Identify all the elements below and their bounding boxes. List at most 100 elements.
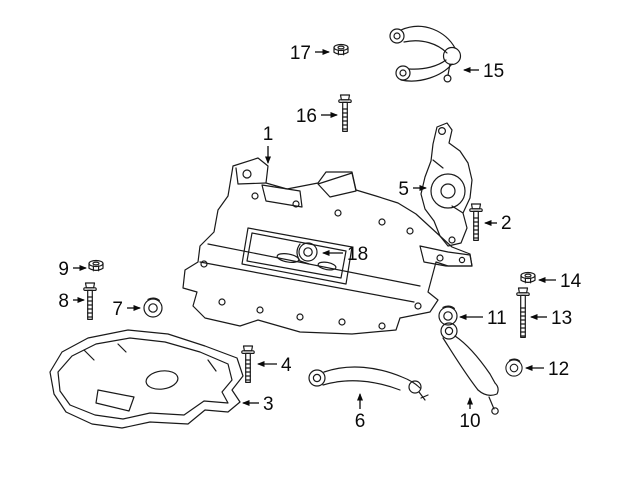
callout-2: 2	[484, 213, 512, 234]
upper-control-arm-drawing	[389, 25, 462, 83]
callout-8-label: 8	[58, 291, 69, 312]
knuckle-top-eye	[438, 126, 447, 135]
bolt-hole	[406, 227, 414, 235]
bolt-hole	[242, 169, 252, 179]
hub-bore-inner	[440, 183, 456, 199]
callout-13: 13	[530, 308, 572, 329]
bolt-13-drawing	[516, 287, 530, 338]
arm-bushing-eye-inner	[312, 373, 322, 383]
arm-body	[454, 335, 496, 384]
callout-7: 7	[112, 299, 141, 320]
subframe-outline	[182, 157, 473, 335]
subframe-bushing-bracket-drawing	[296, 242, 318, 265]
ball-joint-ball	[491, 407, 499, 415]
arm-bushing-eye-inner	[393, 32, 401, 40]
subframe-rail-lines	[199, 243, 421, 303]
bracket-ring	[298, 242, 318, 262]
bolt-hole	[218, 298, 226, 306]
ball-joint-stud	[447, 63, 451, 76]
nut-17-drawing	[333, 43, 349, 56]
bolt-hole	[296, 313, 304, 321]
knuckle-detail-lines	[432, 159, 464, 214]
engine-mount-plates	[261, 172, 357, 208]
arm-bushing-eye	[389, 28, 405, 44]
knuckle-bottom-eye	[448, 236, 456, 244]
callout-17-label: 17	[290, 43, 311, 64]
arm-bushing-eye-inner	[444, 326, 454, 336]
arm-body	[322, 380, 401, 391]
callout-12-label: 12	[548, 359, 569, 380]
arm-body	[323, 366, 421, 389]
bolt-hole	[334, 209, 342, 217]
callout-15-label: 15	[483, 61, 504, 82]
callout-5-label: 5	[398, 179, 409, 200]
arm-bushing-eye	[440, 322, 458, 340]
callout-3-label: 3	[263, 394, 274, 415]
subframe-opening	[241, 227, 353, 285]
callout-9: 9	[58, 259, 87, 280]
callout-18-label: 18	[347, 244, 368, 265]
callout-9-label: 9	[58, 259, 69, 280]
bushing-12-drawing	[505, 358, 523, 377]
arm-tube	[400, 25, 456, 49]
callout-4: 4	[257, 355, 292, 376]
callout-11: 11	[459, 308, 507, 329]
subframe-bolt-holes	[200, 192, 466, 330]
callout-17: 17	[290, 43, 330, 64]
arm-bushing-eye	[395, 65, 411, 81]
bolt-2-drawing	[469, 203, 483, 241]
skid-plate-drawing	[49, 329, 244, 429]
plate-rib-lines	[83, 343, 217, 372]
bolt-hole	[458, 256, 466, 264]
knuckle-outline	[420, 122, 473, 247]
plate-oval-cutout	[145, 370, 179, 390]
ball-joint-housing	[442, 46, 462, 66]
callout-6: 6	[355, 393, 365, 432]
bolt-16-drawing	[338, 94, 352, 132]
rear-lower-control-arm-drawing	[440, 322, 499, 415]
front-lower-control-arm-drawing	[308, 366, 429, 401]
bolt-hole	[200, 260, 208, 268]
subframe-left-tower	[235, 167, 267, 185]
hub-bore	[430, 173, 466, 209]
callout-1-label: 1	[263, 124, 274, 145]
ball-joint-stud	[418, 391, 429, 401]
steering-knuckle-drawing	[420, 122, 473, 247]
bolt-hole	[292, 200, 300, 208]
callout-13-label: 13	[551, 308, 572, 329]
bolt-hole	[378, 322, 386, 330]
callout-5: 5	[398, 179, 427, 200]
bushing-11-drawing	[438, 305, 458, 326]
bolt-4-drawing	[241, 345, 255, 383]
arm-body	[442, 337, 479, 391]
ball-joint-ball	[443, 74, 452, 83]
subframe-slot	[317, 261, 337, 271]
ball-joint-housing	[408, 380, 422, 394]
bolt-hole	[256, 306, 264, 314]
callout-11-label: 11	[487, 308, 507, 329]
callout-14-label: 14	[560, 271, 582, 292]
arm-foot	[477, 382, 499, 396]
callout-16: 16	[296, 106, 338, 127]
callout-18: 18	[322, 244, 368, 265]
arm-bushing-eye	[308, 369, 326, 387]
callout-16-label: 16	[296, 106, 317, 127]
front-subframe-drawing	[182, 157, 473, 335]
bolt-hole	[436, 254, 444, 262]
callout-2-label: 2	[501, 213, 512, 234]
bolt-hole	[414, 302, 422, 310]
callout-4-label: 4	[281, 355, 292, 376]
plate-slot-cutout	[95, 389, 135, 412]
callout-7-label: 7	[112, 299, 123, 320]
callout-10: 10	[459, 397, 481, 432]
arm-bushing-eye-inner	[399, 69, 407, 77]
arm-tube	[403, 40, 448, 54]
callout-1: 1	[263, 124, 274, 164]
nut-9-drawing	[88, 259, 104, 272]
bolt-8-drawing	[83, 282, 97, 320]
arm-tube	[408, 59, 447, 70]
subframe-opening-inner	[246, 232, 347, 279]
callout-14: 14	[538, 271, 582, 292]
